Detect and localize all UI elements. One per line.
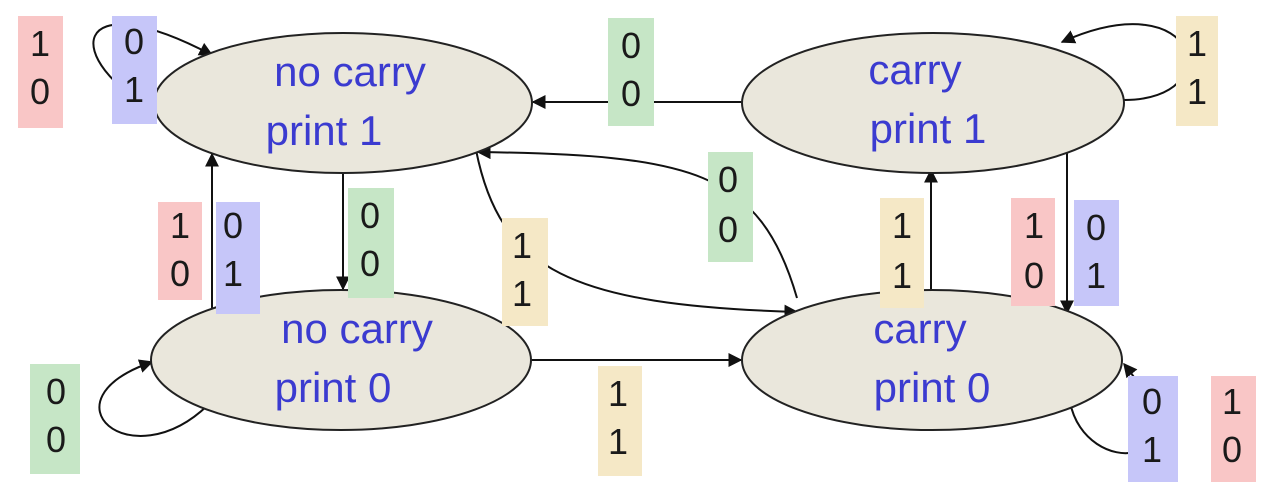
state-carry-print-1: carry print 1 <box>741 32 1125 174</box>
tag-top: 0 <box>223 205 243 246</box>
tag-bg <box>1074 200 1119 306</box>
tag-top: 1 <box>30 23 50 64</box>
tag-top: 1 <box>1024 205 1044 246</box>
state-ellipse <box>741 32 1125 174</box>
tag-bottom: 0 <box>46 419 66 460</box>
tag-t6: 0 1 <box>216 202 260 314</box>
tag-top: 1 <box>1187 23 1207 64</box>
state-label-line2: print 0 <box>275 364 392 411</box>
tag-t3: 0 0 <box>608 18 654 126</box>
tag-bg <box>1011 198 1055 306</box>
tag-bg <box>158 202 202 300</box>
tag-top: 1 <box>170 205 190 246</box>
tag-t14: 1 1 <box>598 366 642 476</box>
tag-top: 1 <box>1222 381 1242 422</box>
tag-t8: 1 1 <box>502 218 548 326</box>
tag-bottom: 1 <box>892 255 912 296</box>
tag-top: 0 <box>46 371 66 412</box>
tag-t4: 1 1 <box>1176 16 1218 126</box>
state-label-line2: print 1 <box>870 105 987 152</box>
tag-t11: 1 0 <box>1011 198 1055 306</box>
tag-bg <box>112 16 157 124</box>
tag-bg <box>708 152 753 262</box>
states: no carry print 1 carry print 1 no carry … <box>150 32 1125 431</box>
tag-bottom: 0 <box>1024 255 1044 296</box>
tag-bottom: 1 <box>1142 429 1162 470</box>
tag-bottom: 1 <box>1187 71 1207 112</box>
tag-bg <box>348 188 394 298</box>
tag-bg <box>608 18 654 126</box>
tag-t12: 0 1 <box>1074 200 1119 306</box>
tag-bg <box>502 218 548 326</box>
state-label-line2: print 0 <box>874 364 991 411</box>
tag-bg <box>598 366 642 476</box>
state-label-line2: print 1 <box>266 107 383 154</box>
tag-bottom: 1 <box>512 273 532 314</box>
tag-bottom: 1 <box>124 69 144 110</box>
tag-bottom: 0 <box>718 209 738 250</box>
state-ellipse <box>150 289 532 431</box>
state-label-line1: no carry <box>274 48 426 95</box>
tag-top: 0 <box>1086 207 1106 248</box>
transition-tags: 1 0 0 1 0 0 1 1 1 0 0 1 0 <box>18 16 1256 482</box>
tag-bg <box>30 364 80 474</box>
tag-bottom: 0 <box>360 243 380 284</box>
tag-bottom: 1 <box>1086 255 1106 296</box>
tag-top: 0 <box>360 195 380 236</box>
tag-t9: 0 0 <box>708 152 753 262</box>
tag-top: 1 <box>892 205 912 246</box>
tag-bottom: 0 <box>170 253 190 294</box>
state-label-line1: carry <box>868 46 961 93</box>
tag-t10: 1 1 <box>880 198 924 308</box>
tag-bottom: 1 <box>608 421 628 462</box>
state-no-carry-print-0: no carry print 0 <box>150 289 532 431</box>
state-no-carry-print-1: no carry print 1 <box>153 32 533 174</box>
state-carry-print-0: carry print 0 <box>741 289 1123 431</box>
tag-top: 1 <box>608 373 628 414</box>
tag-bottom: 1 <box>223 253 243 294</box>
tag-top: 0 <box>718 159 738 200</box>
tag-bg <box>18 16 63 128</box>
edges <box>92 23 1189 455</box>
tag-t2: 0 1 <box>112 16 157 124</box>
edge-c0-to-nc1 <box>476 145 798 299</box>
tag-bottom: 0 <box>1222 429 1242 470</box>
tag-t5: 1 0 <box>158 202 202 300</box>
state-ellipse <box>741 289 1123 431</box>
tag-bg <box>1176 16 1218 126</box>
tag-bg <box>1211 376 1256 482</box>
tag-top: 0 <box>1142 381 1162 422</box>
tag-top: 1 <box>512 225 532 266</box>
tag-t16: 1 0 <box>1211 376 1256 482</box>
tag-bottom: 0 <box>621 73 641 114</box>
state-label-line1: carry <box>873 305 966 352</box>
tag-t1: 1 0 <box>18 16 63 128</box>
tag-bottom: 0 <box>30 71 50 112</box>
tag-bg <box>1128 376 1178 482</box>
tag-t13: 0 0 <box>30 364 80 474</box>
edge-nc1-to-c0 <box>475 149 799 319</box>
tag-t7: 0 0 <box>348 188 394 298</box>
tag-bg <box>216 202 260 314</box>
edge-nc0-self <box>98 359 209 437</box>
state-label-line1: no carry <box>281 305 433 352</box>
tag-top: 0 <box>621 25 641 66</box>
tag-t15: 0 1 <box>1128 376 1178 482</box>
tag-top: 0 <box>124 21 144 62</box>
tag-bg <box>880 198 924 308</box>
